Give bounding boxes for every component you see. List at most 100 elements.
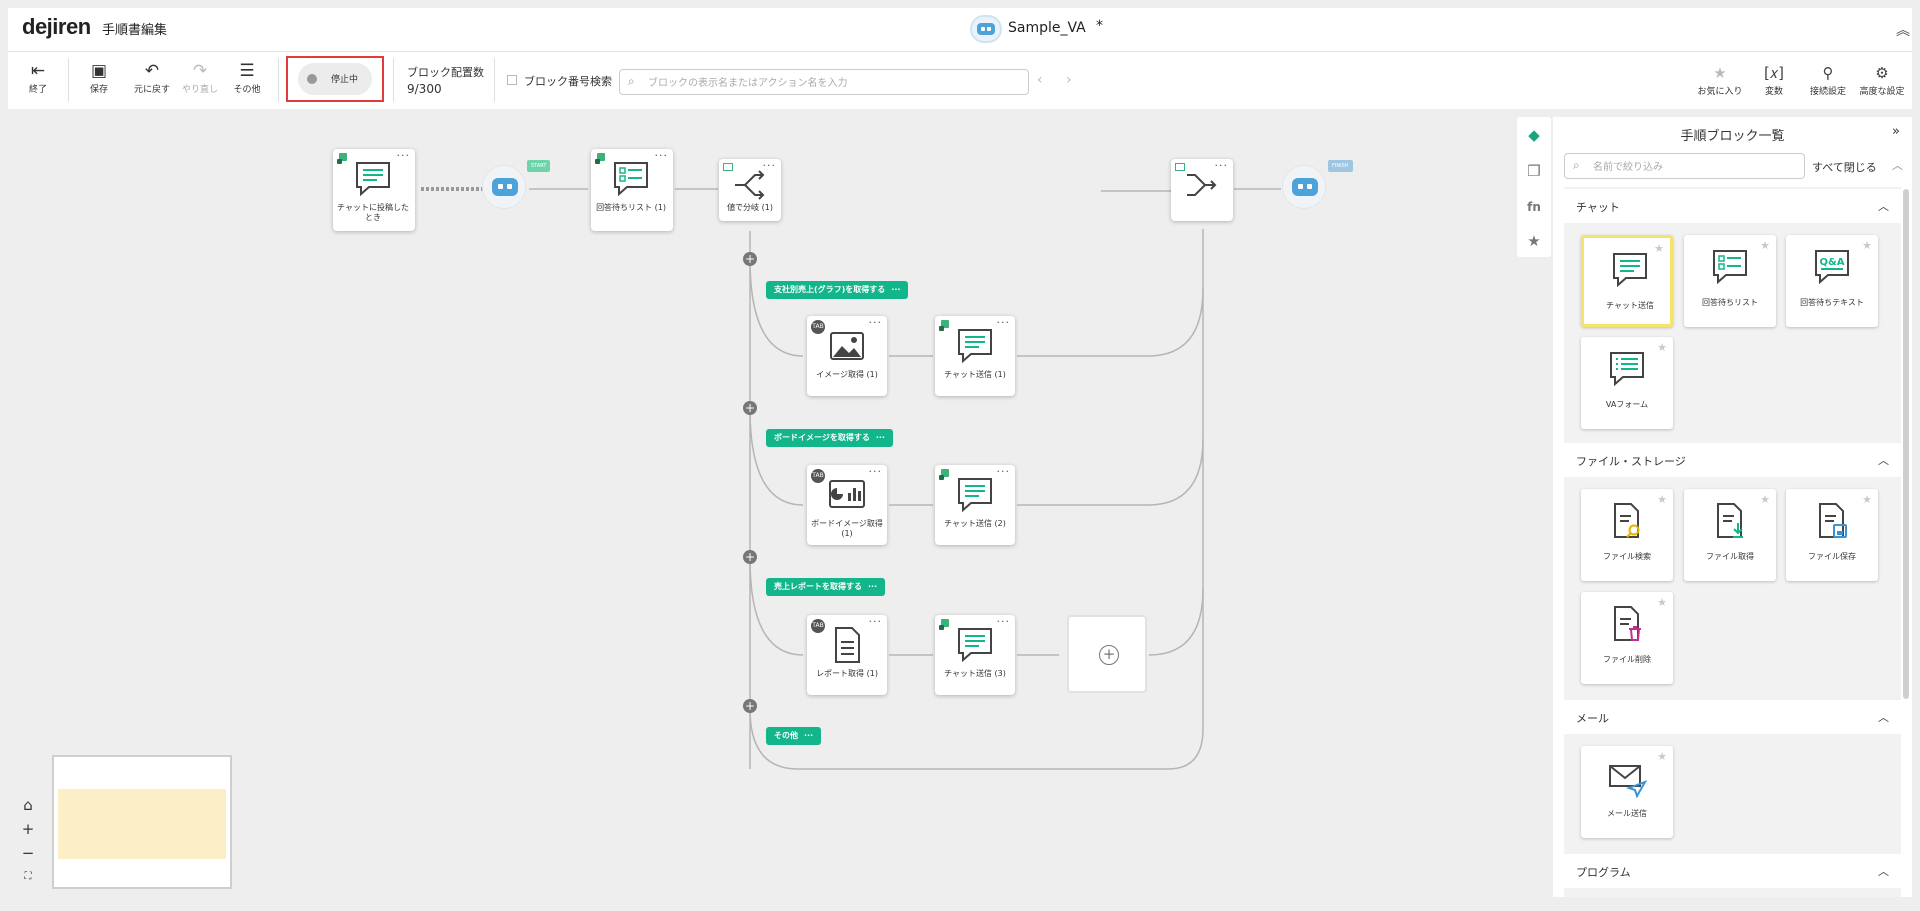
star-icon[interactable]: ★ [1862,239,1872,252]
chat-send-node[interactable]: ··· チャット送信 (1) [935,316,1015,396]
block-search-input[interactable] [648,74,1018,92]
report-get-node[interactable]: TAB ··· レポート取得 (1) [807,615,887,695]
close-panel-icon[interactable]: » [1892,124,1900,139]
palette-item-answer-list[interactable]: ★ 回答待ちリスト [1684,235,1776,327]
save-button[interactable]: ▣ 保存 [77,60,121,95]
branch-label-1[interactable]: 支社別売上(グラフ)を取得する··· [766,281,909,299]
node-more-icon[interactable]: ··· [868,316,882,329]
block-list-cube-icon[interactable]: ◆ [1528,126,1540,144]
add-branch-button[interactable]: + [743,401,757,415]
zoom-in-icon[interactable]: + [21,820,35,838]
search-next-icon[interactable]: › [1066,72,1072,88]
node-more-icon[interactable]: ··· [396,149,410,162]
finish-robot-icon[interactable] [1282,165,1326,209]
home-icon[interactable]: ⌂ [23,796,33,814]
branch-more-icon[interactable]: ··· [891,285,901,294]
palette-item-answer-text[interactable]: ★ Q&A 回答待ちテキスト [1786,235,1878,327]
collapse-all-button[interactable]: すべて閉じる [1812,161,1877,174]
add-branch-button[interactable]: + [743,252,757,266]
start-robot-icon[interactable] [482,165,526,209]
minimap-viewport[interactable] [58,789,226,859]
variables-button[interactable]: [𝑥] 変数 [1747,62,1801,97]
function-icon[interactable]: fn [1527,200,1541,214]
exit-button[interactable]: ⇤ 終了 [16,60,60,95]
palette-item-mail-send[interactable]: ★ メール送信 [1581,746,1673,838]
flow-canvas[interactable]: ··· チャットに投稿したとき START ··· 回答待ちリスト (1) ··… [8,109,1516,909]
category-program-header[interactable]: プログラム ︿ [1564,854,1901,888]
chat-send-icon [1613,253,1647,288]
star-icon: ★ [1713,64,1727,82]
palette-item-chat-send[interactable]: ★ チャット送信 [1581,235,1673,327]
trigger-node[interactable]: ··· チャットに投稿したとき [333,149,415,231]
star-icon[interactable]: ★ [1657,596,1667,609]
star-icon[interactable]: ★ [1657,341,1667,354]
answer-list-node[interactable]: ··· 回答待ちリスト (1) [591,149,673,231]
add-branch-button[interactable]: + [743,699,757,713]
category-chat-header[interactable]: チャット ︿ [1564,189,1901,223]
zoom-out-icon[interactable]: − [21,844,35,862]
node-more-icon[interactable]: ··· [868,615,882,628]
add-block-placeholder[interactable]: + [1067,615,1147,693]
branch-more-icon[interactable]: ··· [875,433,885,442]
chevron-up-icon[interactable]: ︿ [1878,865,1889,878]
redo-button[interactable]: ↷ やり直し [178,60,222,95]
palette-scroll-area[interactable]: チャット ︿ ★ チャット送信 ★ 回答待ちリスト ★ Q&A 回答待ちテキスト… [1564,187,1901,897]
more-button[interactable]: ☰ その他 [225,60,269,95]
branch-node[interactable]: ··· 値で分岐 (1) [719,159,781,221]
fit-view-icon[interactable]: ⛶ [24,871,32,882]
merge-node[interactable]: ··· [1171,159,1233,221]
collapse-header-icon[interactable]: ︽ [1896,23,1910,39]
block-number-search-checkbox[interactable] [507,75,517,85]
chat-send-node[interactable]: ··· チャット送信 (3) [935,615,1015,695]
node-more-icon[interactable]: ··· [996,465,1010,478]
favorites-star-icon[interactable]: ★ [1527,232,1541,250]
branch-label-4[interactable]: その他··· [766,727,822,745]
undo-button[interactable]: ↶ 元に戻す [130,60,174,95]
palette-item-file-get[interactable]: ★ ファイル取得 [1684,489,1776,581]
node-label: チャット送信 (3) [944,669,1006,678]
image-get-node[interactable]: TAB ··· イメージ取得 (1) [807,316,887,396]
star-icon[interactable]: ★ [1760,239,1770,252]
advanced-settings-button[interactable]: ⚙ 高度な設定 [1855,62,1909,97]
chevron-up-icon[interactable]: ︿ [1892,159,1903,172]
category-mail-header[interactable]: メール ︿ [1564,700,1901,734]
category-file-storage-header[interactable]: ファイル・ストレージ ︿ [1564,443,1901,477]
palette-item-va-form[interactable]: ★ VAフォーム [1581,337,1673,429]
node-more-icon[interactable]: ··· [996,615,1010,628]
branch-label-2[interactable]: ボードイメージを取得する··· [766,429,893,447]
node-more-icon[interactable]: ··· [868,465,882,478]
node-more-icon[interactable]: ··· [1214,159,1228,172]
node-badge-icon: TAB [811,320,825,334]
chevron-up-icon[interactable]: ︿ [1878,454,1889,467]
panel-search-box: ⌕ [1564,153,1805,179]
node-more-icon[interactable]: ··· [996,316,1010,329]
branch-label-3[interactable]: 売上レポートを取得する··· [766,578,886,596]
chat-send-node[interactable]: ··· チャット送信 (2) [935,465,1015,545]
node-more-icon[interactable]: ··· [654,149,668,162]
search-prev-icon[interactable]: ‹ [1037,72,1043,88]
star-icon[interactable]: ★ [1654,242,1664,255]
node-more-icon[interactable]: ··· [762,159,776,172]
board-image-node[interactable]: TAB ··· ボードイメージ取得 (1) [807,465,887,545]
run-status-toggle[interactable]: 停止中 [298,63,372,95]
branch-more-icon[interactable]: ··· [804,731,814,740]
minimap[interactable] [52,755,232,889]
star-icon[interactable]: ★ [1657,493,1667,506]
favorites-button[interactable]: ★ お気に入り [1693,62,1747,97]
panel-scrollbar[interactable] [1903,189,1909,699]
chevron-up-icon[interactable]: ︿ [1878,711,1889,724]
connection-settings-button[interactable]: ⚲ 接続設定 [1801,62,1855,97]
palette-item-file-save[interactable]: ★ ファイル保存 [1786,489,1878,581]
chevron-up-icon[interactable]: ︿ [1878,200,1889,213]
toolbar-divider [278,58,279,102]
star-icon[interactable]: ★ [1862,493,1872,506]
palette-item-file-delete[interactable]: ★ ファイル削除 [1581,592,1673,684]
add-branch-button[interactable]: + [743,550,757,564]
va-name[interactable]: Sample_VA [1008,20,1086,36]
branch-more-icon[interactable]: ··· [868,582,878,591]
custom-block-icon[interactable]: ❒ [1527,162,1541,180]
star-icon[interactable]: ★ [1657,750,1667,763]
star-icon[interactable]: ★ [1760,493,1770,506]
panel-filter-input[interactable] [1593,158,1793,176]
palette-item-file-search[interactable]: ★ ファイル検索 [1581,489,1673,581]
